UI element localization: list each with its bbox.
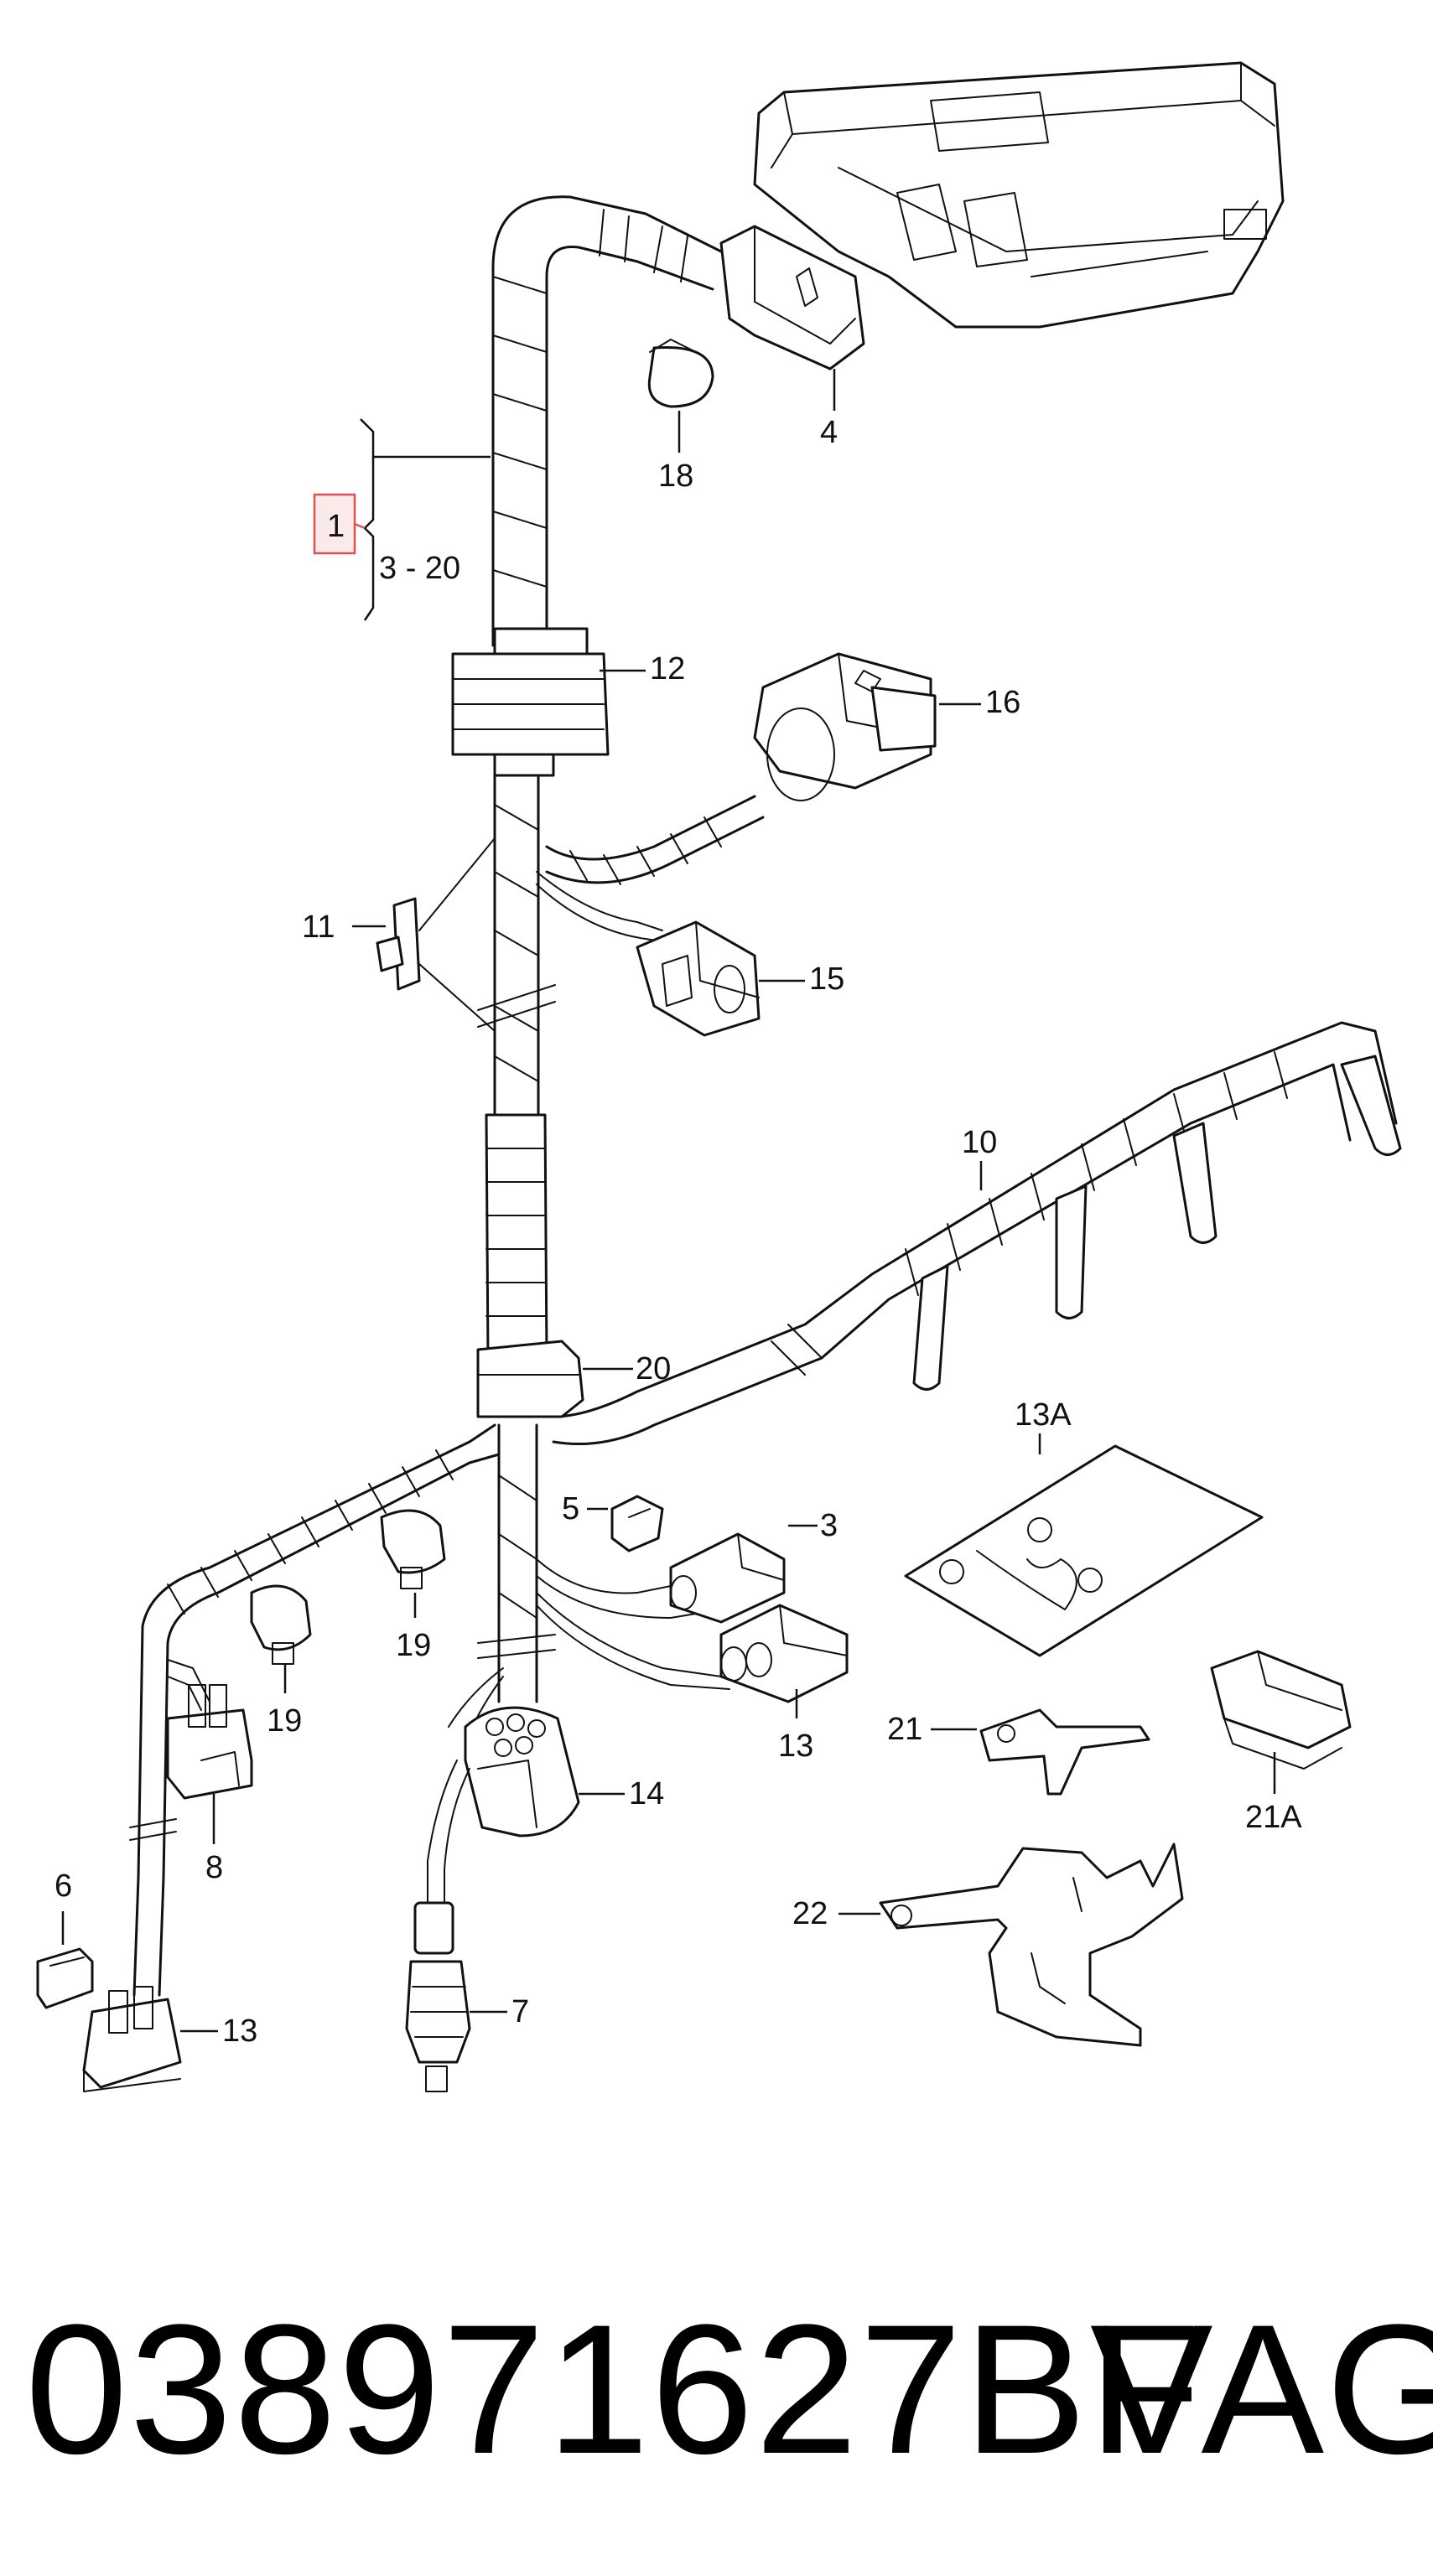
connector-13-center	[719, 1604, 849, 1703]
label-14: 14	[629, 1776, 664, 1811]
label-13A: 13A	[1015, 1397, 1072, 1433]
label-20: 20	[636, 1351, 671, 1386]
grommet-12	[451, 627, 610, 777]
connector-8	[166, 1684, 253, 1800]
injector-harness-10	[552, 1021, 1402, 1445]
label-3: 3	[820, 1508, 838, 1543]
label-8: 8	[205, 1850, 223, 1885]
label-5: 5	[562, 1491, 579, 1526]
branch-16	[545, 795, 765, 885]
cap-6	[36, 1947, 94, 2009]
callout-labels: 4 18 3 - 20 12 16 11 15 10 20 5 3 13A 19…	[55, 415, 1302, 2049]
label-16: 16	[985, 685, 1020, 720]
label-21: 21	[887, 1712, 922, 1747]
main-harness	[477, 195, 723, 1703]
plug-5	[610, 1495, 664, 1552]
label-15: 15	[809, 961, 844, 997]
label-10: 10	[962, 1125, 997, 1160]
label-4: 4	[820, 415, 838, 450]
label-13-center: 13	[778, 1729, 813, 1764]
label-11: 11	[302, 910, 335, 945]
label-3-20: 3 - 20	[379, 551, 460, 586]
label-21A: 21A	[1245, 1800, 1302, 1835]
branch-15	[536, 871, 672, 944]
bracket-22	[879, 1843, 1184, 2047]
bracket-11	[376, 837, 496, 1032]
clip-21A	[1210, 1650, 1352, 1770]
label-6: 6	[55, 1869, 72, 1904]
grommet-19-center	[380, 1509, 446, 1589]
clip-20	[476, 1340, 584, 1418]
label-12: 12	[650, 651, 685, 687]
connector-3	[669, 1532, 786, 1624]
label-22: 22	[792, 1896, 828, 1931]
footer: 038971627BF VAG	[0, 2263, 1433, 2515]
connector-14	[427, 1667, 580, 1904]
brand-name: VAG	[1090, 2286, 1433, 2492]
label-19-center: 19	[396, 1628, 431, 1663]
clip-18	[647, 339, 714, 408]
connector-15	[636, 920, 761, 1037]
bracket-21	[979, 1708, 1150, 1796]
label-7: 7	[511, 1994, 529, 2029]
highlight-part-1[interactable]: 1	[313, 493, 366, 555]
grommet-19-left	[250, 1584, 312, 1665]
label-18: 18	[658, 459, 693, 494]
label-13-left: 13	[222, 2014, 257, 2049]
highlight-label: 1	[327, 509, 345, 544]
wiring-harness-diagram: 1 4 18 3 - 20 12 16 11 15 10 20 5 3 13A …	[36, 61, 1402, 2092]
connector-4	[719, 225, 865, 371]
connector-13-left	[82, 1986, 182, 2092]
left-branch-harness	[129, 1423, 501, 1997]
part-number: 038971627BF	[25, 2286, 1203, 2492]
sensor-7	[405, 1901, 471, 2092]
control-unit	[753, 61, 1285, 329]
connector-16	[753, 652, 937, 801]
gasket-13A	[904, 1444, 1264, 1657]
branch-3-13	[536, 1558, 730, 1690]
label-19-left: 19	[267, 1703, 302, 1739]
